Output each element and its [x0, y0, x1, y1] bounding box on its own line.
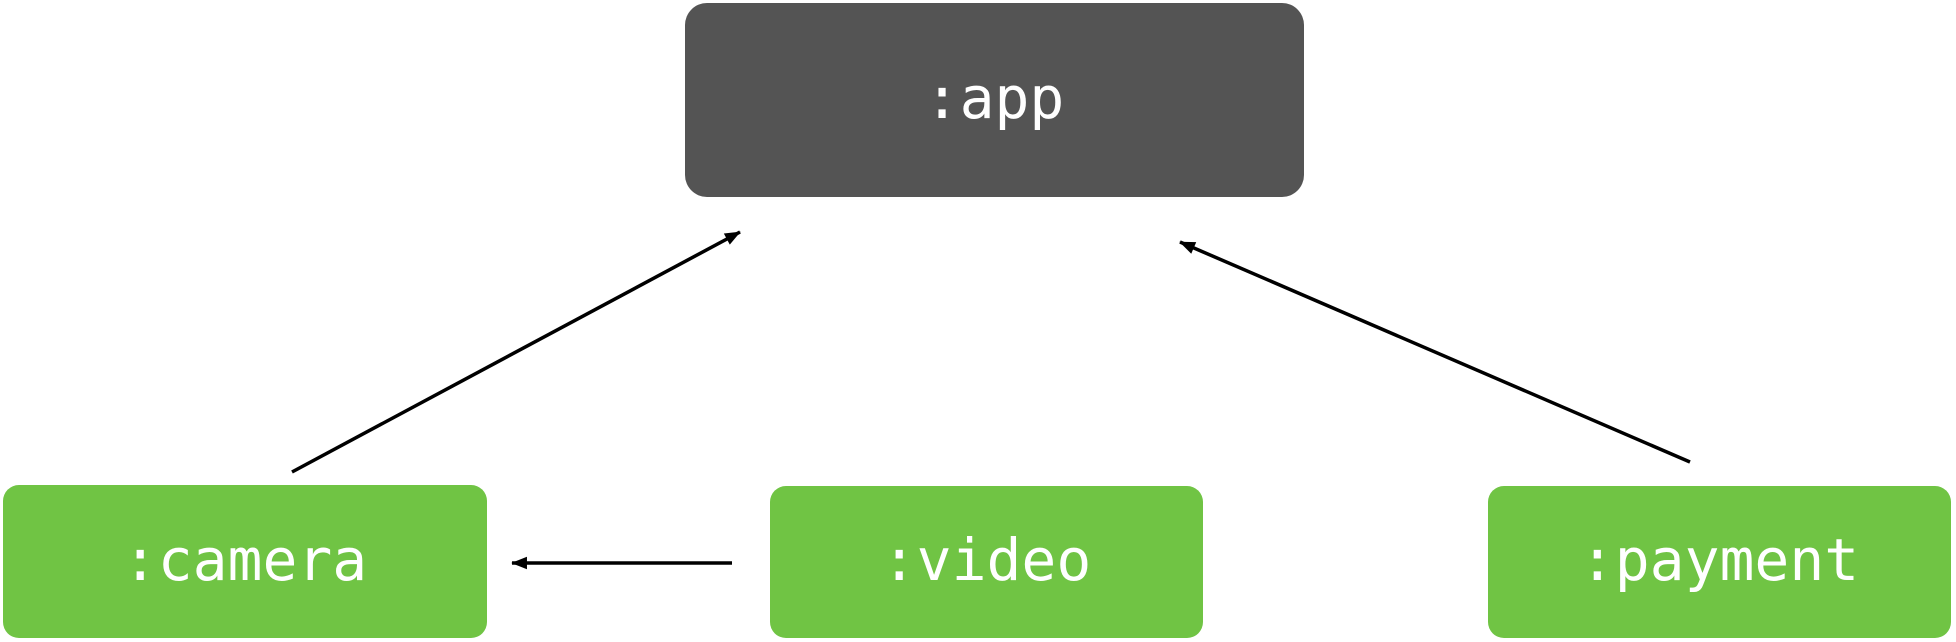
node-camera-label: :camera — [122, 525, 368, 594]
edge-camera-to-app — [291, 230, 741, 474]
node-payment-label: :payment — [1579, 526, 1860, 594]
node-app-label: :app — [924, 64, 1065, 132]
node-app: :app — [685, 3, 1304, 197]
node-video: :video — [770, 486, 1203, 638]
edge-payment-to-app — [1179, 240, 1691, 464]
node-payment: :payment — [1488, 486, 1951, 638]
node-video-label: :video — [881, 526, 1092, 594]
node-camera: :camera — [3, 485, 487, 638]
